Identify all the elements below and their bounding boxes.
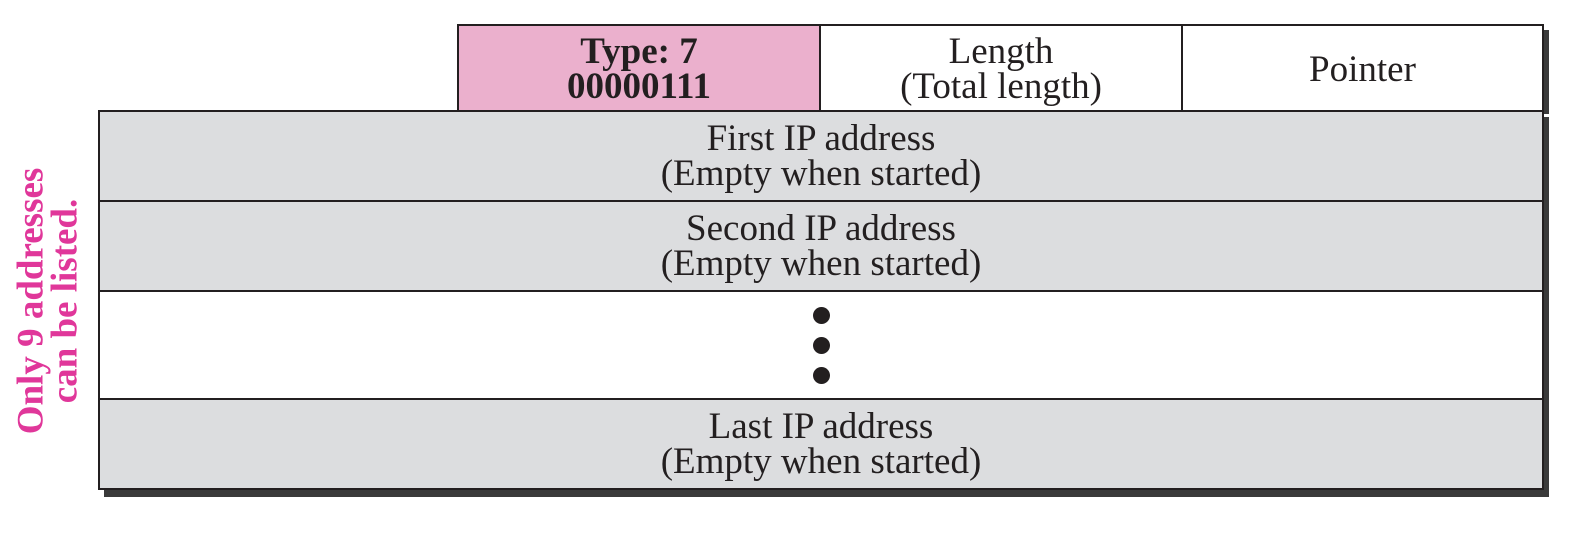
side-note-line2: can be listed.	[44, 198, 85, 404]
side-note-text: Only 9 addresses can be listed.	[10, 167, 85, 435]
dot	[812, 336, 830, 354]
length-field-line2: (Total length)	[900, 66, 1102, 107]
dot	[812, 306, 830, 324]
side-note: Only 9 addresses can be listed.	[8, 112, 88, 490]
dot	[812, 366, 830, 384]
row-line1: First IP address	[706, 118, 936, 159]
length-field: Length (Total length)	[819, 24, 1183, 114]
row-line2: (Empty when started)	[660, 153, 982, 194]
second-ip-address-row: Second IP address (Empty when started)	[98, 200, 1544, 292]
row-line1: Last IP address	[708, 406, 934, 447]
pointer-field-label: Pointer	[1309, 48, 1416, 90]
row-line1: Second IP address	[686, 208, 956, 249]
side-note-line1: Only 9 addresses	[10, 167, 51, 435]
ellipsis-row	[98, 290, 1544, 400]
type-field-line2: 00000111	[567, 66, 711, 107]
pointer-field: Pointer	[1181, 24, 1544, 114]
type-field-line1: Type: 7	[580, 31, 698, 72]
type-field: Type: 7 00000111	[457, 24, 821, 114]
last-ip-address-row: Last IP address (Empty when started)	[98, 398, 1544, 490]
row-line2: (Empty when started)	[660, 441, 982, 482]
row-line2: (Empty when started)	[660, 243, 982, 284]
vertical-ellipsis-icon	[812, 306, 830, 384]
first-ip-address-row: First IP address (Empty when started)	[98, 110, 1544, 202]
length-field-line1: Length	[948, 31, 1054, 72]
